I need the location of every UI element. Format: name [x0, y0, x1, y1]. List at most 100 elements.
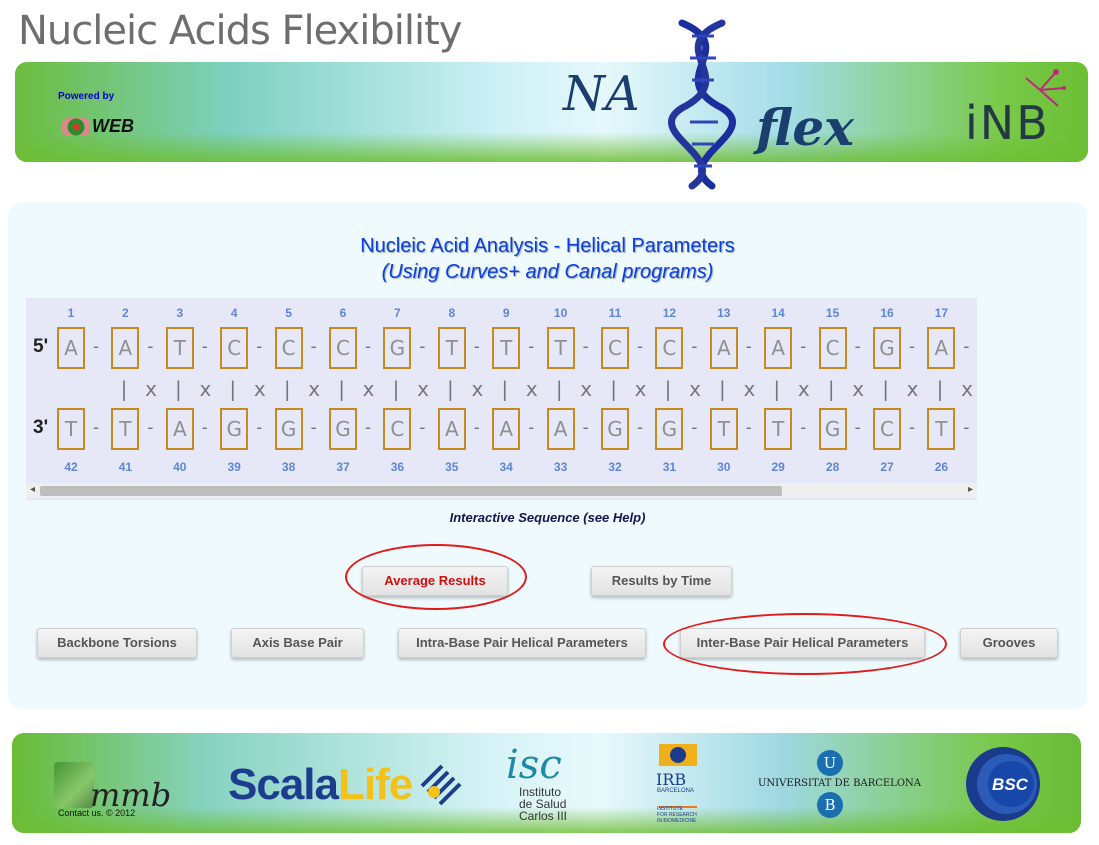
scalalife-logo[interactable]: ScalaLife: [228, 760, 413, 810]
base-top[interactable]: A: [57, 327, 85, 369]
pair-bar: |: [120, 377, 128, 401]
scalalife-scala: Scala: [228, 760, 339, 809]
link-top: -: [637, 336, 643, 356]
flex-logo: flex: [756, 98, 854, 157]
base-number-bottom: 37: [336, 460, 350, 474]
base-number-bottom: 38: [281, 460, 296, 474]
link-bottom: -: [310, 417, 317, 437]
base-bottom[interactable]: T: [111, 408, 140, 450]
irb-city: BARCELONA: [657, 788, 695, 794]
mdweb-molecule-icon: [62, 118, 90, 137]
base-top[interactable]: A: [709, 327, 738, 369]
base-top[interactable]: C: [601, 327, 629, 369]
base-bottom[interactable]: G: [601, 408, 629, 450]
base-top[interactable]: T: [437, 327, 466, 369]
base-top[interactable]: A: [111, 327, 140, 369]
base-top[interactable]: T: [165, 327, 194, 369]
pair-x: x: [580, 377, 593, 401]
bsc-logo-icon[interactable]: BSC: [958, 745, 1048, 823]
scrollbar-thumb[interactable]: [40, 486, 782, 496]
base-bottom[interactable]: G: [274, 408, 303, 450]
mmb-emblem-icon: [54, 762, 94, 808]
contact-link[interactable]: Contact us. © 2012: [58, 808, 136, 818]
pair-bar: |: [392, 377, 400, 401]
inb-logo[interactable]: iNB: [965, 96, 1050, 150]
pair-bar: |: [664, 377, 672, 401]
scroll-right-icon[interactable]: ▸: [967, 484, 973, 495]
link-top: -: [582, 336, 589, 356]
header-banner: [15, 62, 1088, 162]
irb-emblem-icon: [659, 744, 697, 808]
base-bottom[interactable]: T: [927, 408, 956, 450]
backbone-torsions-button[interactable]: Backbone Torsions: [37, 628, 197, 658]
ub-logo[interactable]: UNIVERSITAT DE BARCELONA: [758, 778, 921, 789]
pair-x: x: [906, 377, 919, 401]
base-top[interactable]: C: [329, 327, 357, 369]
link-top: -: [691, 336, 698, 356]
mdweb-logo[interactable]: WEB: [62, 116, 134, 137]
base-top[interactable]: A: [927, 327, 956, 369]
base-bottom[interactable]: T: [709, 408, 738, 450]
base-bottom[interactable]: A: [546, 408, 575, 450]
base-bottom[interactable]: G: [220, 408, 249, 450]
base-top[interactable]: G: [873, 327, 901, 369]
link-bottom: -: [745, 417, 752, 437]
link-bottom: -: [963, 417, 970, 437]
base-bottom[interactable]: C: [383, 408, 412, 450]
base-number-top: 4: [230, 306, 238, 320]
base-bottom[interactable]: G: [818, 408, 847, 450]
link-top: -: [147, 336, 154, 356]
base-bottom[interactable]: G: [329, 408, 357, 450]
pair-x: x: [308, 377, 321, 401]
isc-line: Instituto: [519, 785, 562, 799]
base-bottom[interactable]: G: [655, 408, 684, 450]
link-top: -: [201, 336, 208, 356]
results-by-time-button[interactable]: Results by Time: [591, 566, 732, 596]
strand-5prime-label: 5': [33, 336, 49, 357]
base-bottom[interactable]: T: [57, 408, 85, 450]
base-number-top: 5: [285, 306, 292, 320]
mdweb-logo-text: WEB: [92, 116, 134, 136]
sequence-caption: Interactive Sequence (see Help): [449, 510, 646, 525]
base-top[interactable]: A: [764, 327, 793, 369]
link-top: -: [93, 336, 99, 356]
base-top[interactable]: C: [818, 327, 847, 369]
scalalife-stripes-icon: [420, 764, 462, 806]
base-top[interactable]: T: [546, 327, 575, 369]
scroll-left-icon[interactable]: ◂: [30, 484, 36, 495]
pair-bar: |: [610, 377, 617, 401]
ub-b-icon: B: [817, 792, 843, 818]
pair-bar: |: [827, 377, 835, 401]
base-top[interactable]: C: [220, 327, 249, 369]
link-top: -: [365, 336, 371, 356]
link-top: -: [310, 336, 317, 356]
isc-logo[interactable]: isc: [506, 742, 562, 788]
base-bottom[interactable]: A: [492, 408, 521, 450]
footer-banner: [12, 733, 1081, 833]
base-bottom[interactable]: A: [437, 408, 466, 450]
analysis-title: Nucleic Acid Analysis - Helical Paramete…: [360, 235, 735, 257]
base-number-bottom: 28: [825, 460, 840, 474]
link-top: -: [473, 336, 480, 356]
powered-by-label: Powered by: [58, 91, 115, 102]
base-bottom[interactable]: A: [165, 408, 194, 450]
base-number-bottom: 29: [771, 460, 785, 474]
sequence-scrollbar[interactable]: ◂ ▸: [26, 483, 977, 498]
axis-base-pair-button[interactable]: Axis Base Pair: [231, 628, 364, 658]
scalalife-life: Life: [337, 760, 413, 809]
base-top[interactable]: C: [655, 327, 684, 369]
base-top[interactable]: G: [383, 327, 412, 369]
base-top[interactable]: T: [492, 327, 521, 369]
bsc-logo-text: BSC: [992, 775, 1029, 794]
base-bottom[interactable]: T: [764, 408, 793, 450]
intra-base-pair-button[interactable]: Intra-Base Pair Helical Parameters: [398, 628, 646, 658]
base-top[interactable]: C: [274, 327, 303, 369]
base-bottom[interactable]: C: [873, 408, 901, 450]
irb-logo[interactable]: IRB: [656, 770, 687, 789]
mmb-logo[interactable]: mmb: [90, 776, 172, 814]
base-number-bottom: 34: [499, 460, 513, 474]
grooves-button[interactable]: Grooves: [960, 628, 1058, 658]
pair-x: x: [525, 377, 538, 401]
pair-bar: |: [882, 377, 889, 401]
